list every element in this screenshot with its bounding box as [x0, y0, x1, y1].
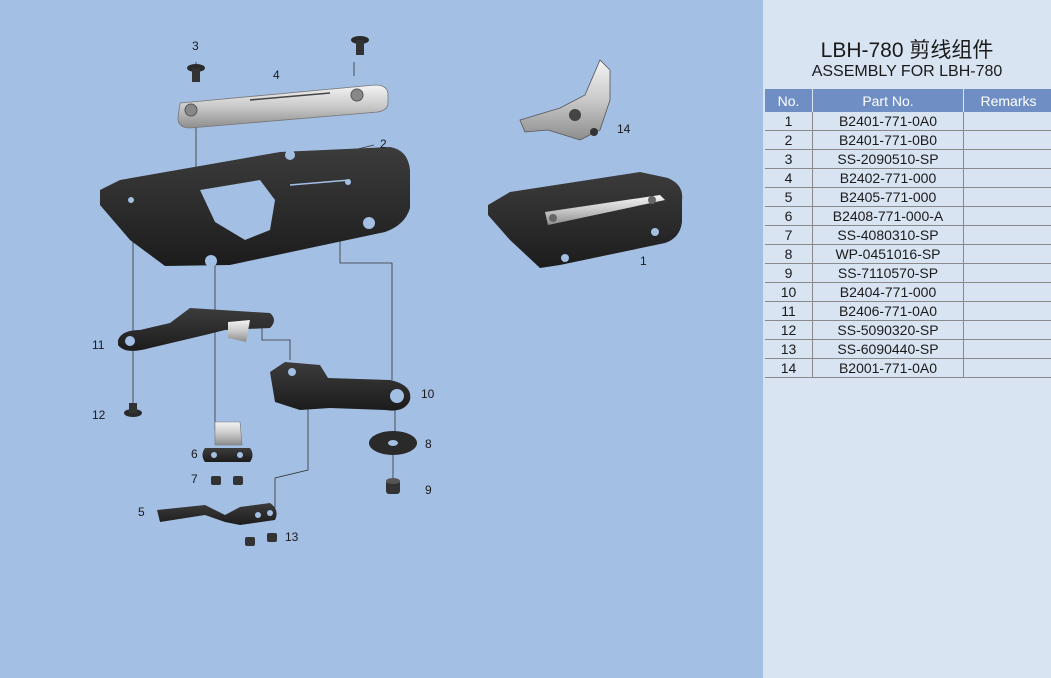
cell-part-no: B2402-771-000	[812, 168, 964, 188]
callout-1: 1	[640, 254, 647, 268]
cell-no: 5	[765, 187, 813, 207]
cell-no: 4	[765, 168, 813, 188]
header-no: No.	[765, 89, 813, 112]
callout-10: 10	[421, 387, 435, 401]
cell-part-no: B2406-771-0A0	[812, 301, 964, 321]
callout-7: 7	[191, 472, 198, 486]
part-1-assembled-plate	[488, 172, 683, 268]
cell-part-no: SS-5090320-SP	[812, 320, 964, 340]
table-header-row: No. Part No. Remarks	[765, 89, 1051, 112]
part-4-knife-holder-bar	[177, 84, 389, 129]
callout-8: 8	[425, 437, 432, 451]
part-11-moving-knife	[118, 308, 274, 351]
cell-part-no: SS-6090440-SP	[812, 339, 964, 359]
callout-4: 4	[273, 68, 280, 82]
cell-part-no: B2404-771-000	[812, 282, 964, 302]
cell-remarks	[963, 301, 1051, 321]
cell-part-no: B2408-771-000-A	[812, 206, 964, 226]
cell-no: 1	[765, 112, 813, 131]
cell-no: 3	[765, 149, 813, 169]
part-13-screws	[245, 533, 277, 546]
cell-remarks	[963, 225, 1051, 245]
cell-no: 11	[765, 301, 813, 321]
cell-part-no: SS-7110570-SP	[812, 263, 964, 283]
cell-no: 14	[765, 358, 813, 378]
cell-part-no: B2405-771-000	[812, 187, 964, 207]
cell-part-no: WP-0451016-SP	[812, 244, 964, 264]
part-3-screw-left	[187, 64, 205, 82]
cell-remarks	[963, 130, 1051, 150]
cell-remarks	[963, 358, 1051, 378]
callout-3: 3	[192, 39, 199, 53]
callout-12: 12	[92, 408, 106, 422]
callout-13: 13	[285, 530, 299, 544]
title-english: ASSEMBLY FOR LBH-780	[811, 63, 1003, 80]
cell-no: 12	[765, 320, 813, 340]
part-3-screw-right	[351, 36, 369, 55]
part-2-throat-plate	[100, 147, 410, 267]
cell-no: 13	[765, 339, 813, 359]
cell-remarks	[963, 187, 1051, 207]
cell-no: 7	[765, 225, 813, 245]
cell-remarks	[963, 168, 1051, 188]
cell-remarks	[963, 263, 1051, 283]
cell-remarks	[963, 206, 1051, 226]
parts-list-panel: LBH-780 剪线组件 ASSEMBLY FOR LBH-780 No. Pa…	[763, 0, 1051, 678]
cell-remarks	[963, 282, 1051, 302]
callout-6: 6	[191, 447, 198, 461]
part-10-knife-base	[270, 362, 411, 411]
cell-no: 8	[765, 244, 813, 264]
cell-no: 6	[765, 206, 813, 226]
cell-remarks	[963, 320, 1051, 340]
cell-remarks	[963, 112, 1051, 131]
header-remarks: Remarks	[963, 89, 1051, 112]
cell-no: 10	[765, 282, 813, 302]
cell-part-no: B2001-771-0A0	[812, 358, 964, 378]
part-14-thread-trimmer-knife	[519, 59, 611, 141]
parts-drawing	[100, 36, 683, 546]
part-7-screws	[211, 476, 243, 485]
cell-remarks	[963, 339, 1051, 359]
part-5-spring-plate	[157, 503, 277, 525]
part-6-fixed-knife	[202, 421, 253, 462]
cell-part-no: B2401-771-0A0	[812, 112, 964, 131]
callout-2: 2	[380, 137, 387, 151]
header-part-no: Part No.	[812, 89, 964, 112]
leader-lines	[132, 62, 396, 508]
cell-no: 2	[765, 130, 813, 150]
callout-5: 5	[138, 505, 145, 519]
callout-9: 9	[425, 483, 432, 497]
cell-remarks	[963, 244, 1051, 264]
part-9-screw	[386, 478, 400, 494]
cell-part-no: SS-2090510-SP	[812, 149, 964, 169]
cell-part-no: SS-4080310-SP	[812, 225, 964, 245]
part-8-washer	[369, 431, 417, 455]
callout-14: 14	[617, 122, 631, 136]
cell-part-no: B2401-771-0B0	[812, 130, 964, 150]
callout-11: 11	[92, 338, 105, 352]
cell-remarks	[963, 149, 1051, 169]
title-chinese: LBH-780 剪线组件	[820, 39, 994, 62]
cell-no: 9	[765, 263, 813, 283]
part-12-screw	[124, 403, 142, 417]
exploded-parts-diagram: 3 4 2 14 1 11 10 12 8 6 7 9 5 13	[92, 36, 683, 546]
